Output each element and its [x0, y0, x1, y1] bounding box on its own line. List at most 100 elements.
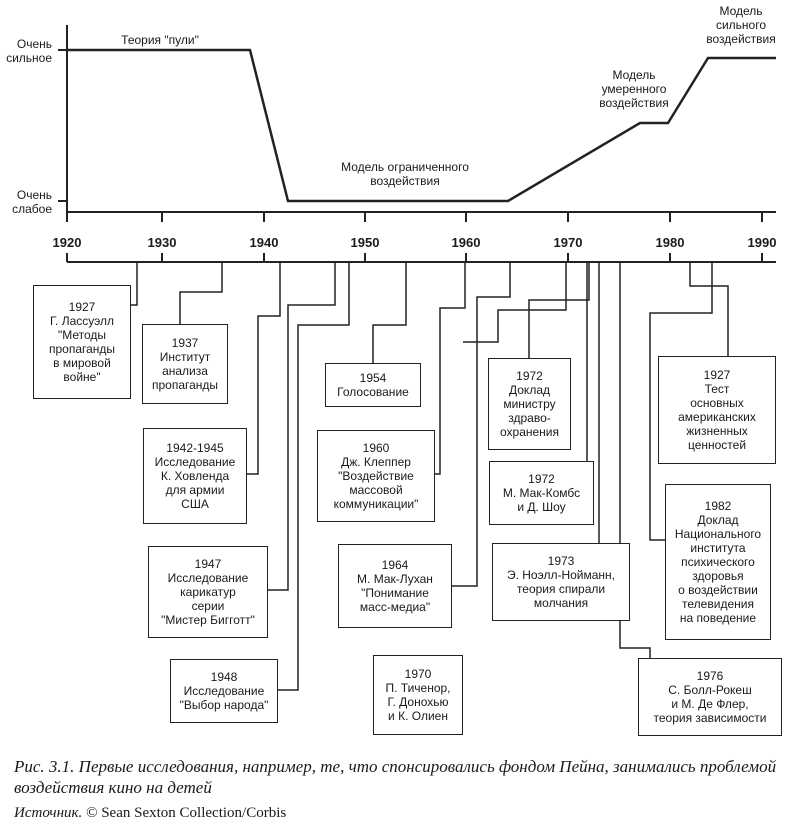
curve-label-line: воздействия [706, 32, 776, 46]
decade-label: 1960 [451, 235, 481, 250]
event-line: института [690, 541, 746, 555]
decade-label: 1940 [249, 235, 279, 250]
event-line: 1927 [703, 368, 731, 382]
event-leader-line [463, 262, 567, 343]
event-leader-line [619, 262, 651, 658]
event-line: телевидения [682, 597, 754, 611]
curve-label-line: сильного [715, 18, 767, 32]
figure-caption: Рис. 3.1. Первые исследования, например,… [14, 757, 777, 797]
event-line: Исследование [183, 684, 265, 698]
event-line: американских [678, 410, 756, 424]
event-line: П. Тиченор, [385, 681, 451, 695]
event-line: 1937 [171, 336, 199, 350]
event-line: теория спирали [516, 582, 606, 596]
decade-label: 1950 [350, 235, 380, 250]
event-leader-line [435, 262, 466, 475]
event-line: на поведение [679, 611, 757, 625]
event-line: "Мистер Бигготт" [161, 613, 255, 627]
curve-label-moderate: Модель умеренного воздействия [588, 68, 680, 110]
curve-label-line: воздействия [370, 174, 440, 188]
event-line: о воздействии [678, 583, 758, 597]
event-line: здраво- [508, 411, 551, 425]
level-label-strong: Очень сильное [0, 37, 52, 65]
event-line: основных [690, 396, 744, 410]
event-line: пропаганды [151, 378, 219, 392]
event-leader-line [649, 262, 713, 541]
event-line: Голосование [337, 385, 409, 399]
curve-label-line: Модель [612, 68, 656, 82]
event-line: 1927 [68, 300, 96, 314]
event-line: 1947 [194, 557, 222, 571]
event-line: в мировой [53, 356, 111, 370]
event-line: 1970 [404, 667, 432, 681]
event-line: 1954 [359, 371, 387, 385]
influence-curve [67, 48, 776, 203]
event-line: войне" [63, 370, 101, 384]
curve-label-line: воздействия [599, 96, 669, 110]
curve-label-limited: Модель ограниченного воздействия [325, 160, 485, 188]
event-line: 1976 [696, 669, 724, 683]
curve-label-line: Теория "пули" [121, 33, 199, 47]
event-leader-line [268, 262, 336, 591]
event-line: министру [503, 397, 556, 411]
level-label-weak: Очень слабое [0, 188, 52, 216]
curve-label-line: Модель [719, 4, 763, 18]
event-line: "Воздействие [338, 469, 414, 483]
event-leader-line [278, 262, 350, 691]
event-line: карикатур [180, 585, 236, 599]
event-line: здоровья [692, 569, 744, 583]
event-line: 1973 [547, 554, 575, 568]
event-line: Г. Лассуэлл [50, 314, 114, 328]
source-label: Источник. [14, 805, 83, 821]
event-line: молчания [533, 596, 589, 610]
level-weak-line: слабое [12, 202, 52, 216]
event-line: Г. Донохью [387, 695, 449, 709]
event-line: 1964 [381, 558, 409, 572]
event-line: К. Ховленда [160, 469, 230, 483]
event-line: для армии [165, 483, 225, 497]
event-line: 1960 [362, 441, 390, 455]
event-line: психического [681, 555, 755, 569]
event-leader-line [598, 262, 630, 583]
curve-label-powerful: Модель сильного воздействия [698, 4, 784, 46]
event-line: ценностей [687, 438, 747, 452]
curve-label-bullet: Теория "пули" [100, 33, 220, 47]
event-leader-line [528, 262, 590, 358]
event-line: "Понимание [361, 586, 429, 600]
decade-label: 1980 [655, 235, 685, 250]
event-leader-line [247, 262, 281, 475]
event-leader-line [689, 262, 729, 356]
event-leader-line [372, 262, 407, 363]
event-line: М. Мак-Комбс [502, 486, 581, 500]
event-leader-line [179, 262, 223, 324]
event-line: 1972 [516, 369, 543, 383]
decade-label: 1970 [553, 235, 583, 250]
event-line: С. Болл-Рокеш [668, 683, 752, 697]
event-line: 1972 [528, 472, 555, 486]
event-line: масс-медиа" [359, 600, 431, 614]
event-line: США [181, 497, 209, 511]
figure-source: Источник. © Sean Sexton Collection/Corbi… [14, 805, 286, 822]
decade-label: 1930 [147, 235, 177, 250]
event-line: и К. Олиен [388, 709, 448, 723]
event-line: М. Мак-Лухан [357, 572, 433, 586]
level-weak-line: Очень [16, 188, 52, 202]
curve-label-line: умеренного [601, 82, 667, 96]
event-line: "Выбор народа" [179, 698, 269, 712]
event-line: 1982 [704, 499, 732, 513]
event-leader-line [452, 262, 511, 587]
event-line: серии [191, 599, 225, 613]
event-line: пропаганды [48, 342, 116, 356]
